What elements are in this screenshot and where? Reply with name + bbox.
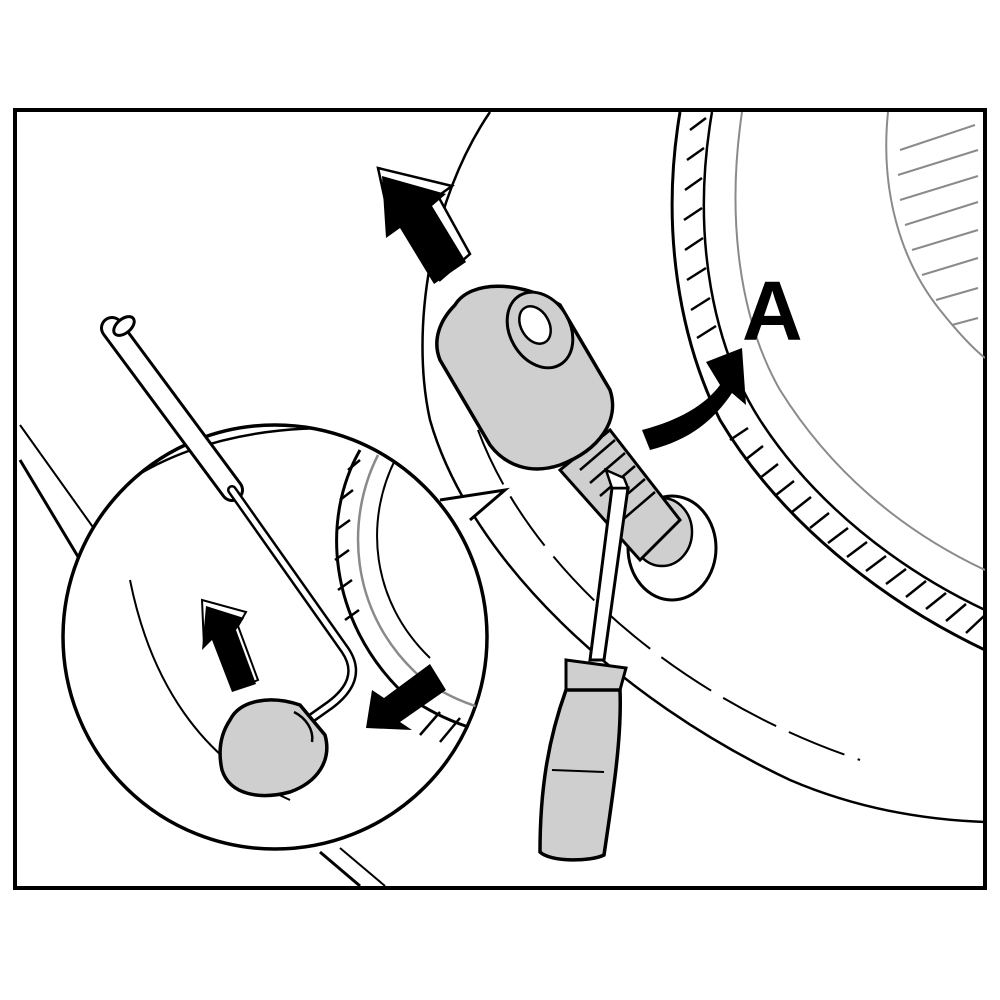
detail-bubble xyxy=(61,423,510,851)
extract-arrow-icon xyxy=(200,598,260,692)
callout-label: A xyxy=(742,264,803,358)
valve-cap-icon xyxy=(435,284,615,471)
push-in-arrow-icon xyxy=(366,664,446,730)
hub-hatching xyxy=(897,124,979,326)
tire-tread-hatching xyxy=(683,117,985,634)
valve-core-icon xyxy=(218,698,329,798)
hook-tool-icon xyxy=(100,315,358,727)
pull-out-arrow-icon xyxy=(376,166,472,284)
rotation-arrow-icon xyxy=(642,348,746,450)
screwdriver-icon xyxy=(538,467,630,862)
